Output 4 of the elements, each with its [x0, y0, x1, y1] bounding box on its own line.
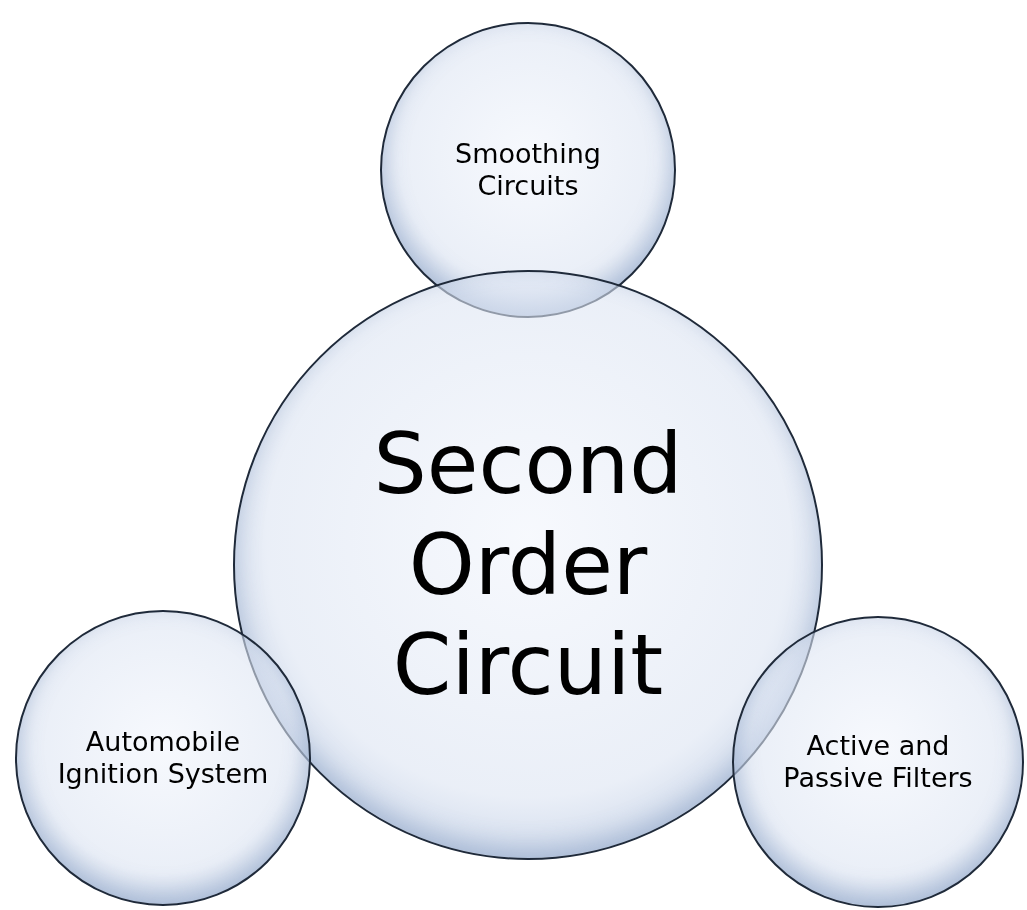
circle-label: Active and Passive Filters	[782, 729, 974, 795]
circle-label: Automobile Ignition System	[56, 725, 270, 791]
circle-label: Smoothing Circuits	[454, 137, 602, 203]
circle-label: Second Order Circuit	[372, 413, 684, 717]
